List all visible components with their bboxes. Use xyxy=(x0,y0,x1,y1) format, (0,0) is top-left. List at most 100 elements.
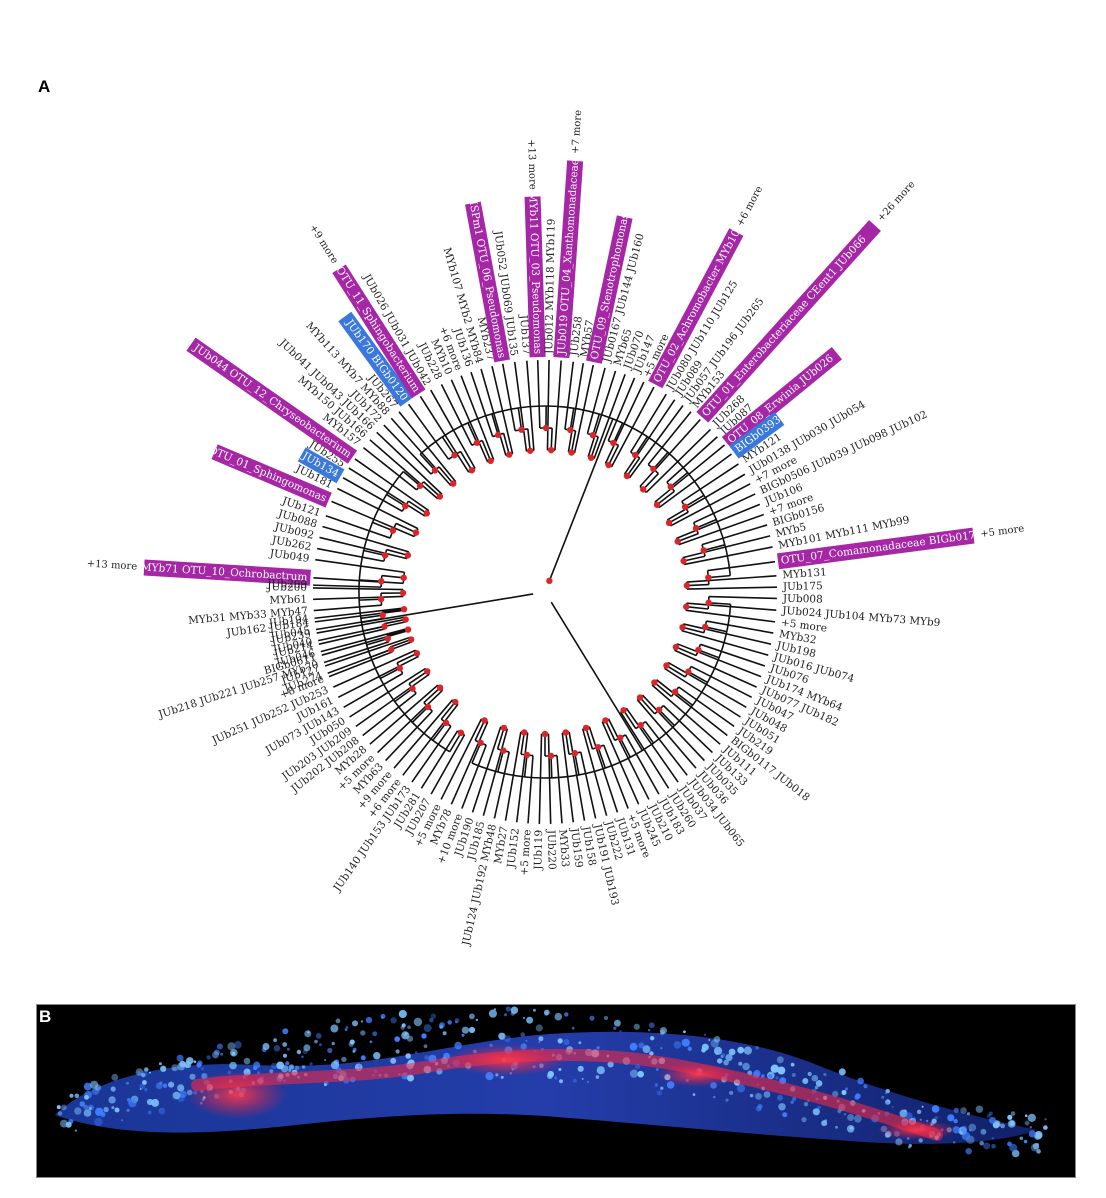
bootstrap-node xyxy=(473,439,481,446)
branch-line xyxy=(491,365,514,454)
nucleus-dot xyxy=(282,1042,288,1047)
branch-line xyxy=(441,436,456,456)
branch-line xyxy=(708,601,731,606)
branch-line xyxy=(581,728,608,816)
bootstrap-node xyxy=(404,552,412,559)
bootstrap-node xyxy=(651,679,658,686)
nucleus-dot xyxy=(790,1062,795,1067)
leaf-label: MYb11 OTU_03_Pseudomonas+13 more xyxy=(524,139,546,358)
nucleus-dot xyxy=(838,1068,846,1076)
nucleus-dot xyxy=(500,1075,504,1079)
nucleus-dot xyxy=(992,1122,1000,1129)
nucleus-dot xyxy=(687,1046,692,1051)
nucleus-dot xyxy=(147,1110,152,1115)
branch-line xyxy=(423,687,441,704)
leaf-label: MYb131 xyxy=(782,566,827,581)
nucleus-dot xyxy=(934,1116,939,1120)
branch-line xyxy=(319,536,408,560)
bootstrap-node xyxy=(587,454,595,461)
branch-line xyxy=(658,453,732,509)
branch-line xyxy=(684,546,773,566)
bootstrap-node xyxy=(650,465,657,473)
branch-line xyxy=(423,481,441,498)
branch-line xyxy=(328,651,393,678)
bootstrap-node xyxy=(705,574,712,581)
nucleus-dot xyxy=(155,1082,163,1090)
nucleus-dot xyxy=(475,1018,478,1022)
branch-line xyxy=(610,386,655,467)
bootstrap-node xyxy=(506,451,513,458)
nucleus-dot xyxy=(520,1032,525,1037)
branch-line xyxy=(313,577,404,585)
nucleus-dot xyxy=(823,1072,827,1077)
nucleus-dot xyxy=(95,1107,104,1116)
nucleus-dot xyxy=(229,1061,237,1070)
branch-line xyxy=(372,521,394,532)
worm-fluorescence-image xyxy=(55,1006,1048,1158)
nucleus-dot xyxy=(413,1017,423,1027)
nucleus-dot xyxy=(216,1043,223,1050)
nucleus-dot xyxy=(262,1043,270,1050)
nucleus-dot xyxy=(230,1049,238,1057)
branch-line xyxy=(624,734,660,795)
nucleus-dot xyxy=(559,1079,563,1084)
nucleus-dot xyxy=(557,1038,563,1044)
branch-line xyxy=(390,638,412,648)
branch-line xyxy=(708,574,731,579)
nucleus-dot xyxy=(843,1113,847,1116)
branch-line xyxy=(706,620,774,634)
family-highlight xyxy=(721,346,842,450)
branch-line xyxy=(386,628,409,637)
bootstrap-node xyxy=(523,751,531,759)
bootstrap-node xyxy=(378,578,385,585)
nucleus-dot xyxy=(895,1138,903,1146)
nucleus-dot xyxy=(660,1086,664,1090)
bootstrap-node xyxy=(400,605,408,613)
nucleus-dot xyxy=(681,1038,690,1047)
nucleus-dot xyxy=(854,1114,862,1123)
branch-line xyxy=(564,732,570,755)
branch-line xyxy=(579,751,597,819)
nucleus-dot xyxy=(172,1066,177,1071)
nucleus-dot xyxy=(407,1074,414,1082)
nucleus-dot xyxy=(139,1083,146,1090)
branch-line xyxy=(666,473,746,521)
nucleus-dot xyxy=(1010,1111,1016,1116)
nucleus-dot xyxy=(74,1093,80,1099)
nucleus-dot xyxy=(908,1143,912,1148)
branch-line xyxy=(394,687,413,703)
nucleus-dot xyxy=(146,1098,154,1106)
nucleus-dot xyxy=(547,1073,553,1079)
branch-line xyxy=(515,732,529,823)
branch-line xyxy=(703,544,726,552)
branch-line xyxy=(682,626,705,634)
leaf-label: MYb33 xyxy=(556,829,571,868)
nucleus-dot xyxy=(294,1065,300,1071)
nucleus-dot xyxy=(854,1094,860,1100)
nucleus-dot xyxy=(282,1028,289,1035)
branch-line xyxy=(675,646,697,657)
branch-line xyxy=(323,641,390,664)
branch-line xyxy=(395,522,417,534)
nucleus-dot xyxy=(648,1029,651,1032)
nucleus-dot xyxy=(811,1074,819,1082)
bootstrap-node xyxy=(589,431,597,439)
nucleus-dot xyxy=(761,1074,765,1078)
bootstrap-node xyxy=(681,503,689,510)
nucleus-dot xyxy=(400,1025,405,1030)
bootstrap-node xyxy=(582,724,590,732)
branch-line xyxy=(687,671,708,684)
bootstrap-node xyxy=(400,574,407,581)
bootstrap-node xyxy=(526,447,534,454)
branch-line xyxy=(459,451,473,471)
family-highlight xyxy=(696,220,881,423)
nucleus-dot xyxy=(586,1080,590,1084)
nucleus-dot xyxy=(273,1038,277,1042)
gut-fluorescence xyxy=(191,1048,943,1141)
nucleus-dot xyxy=(1000,1123,1005,1129)
nucleus-dot xyxy=(638,1042,645,1049)
leaf-label-text: MYb131 xyxy=(782,566,827,581)
nucleus-dot xyxy=(296,1049,302,1055)
leaf-label: JUb209 xyxy=(266,578,307,591)
branch-line xyxy=(527,755,534,824)
